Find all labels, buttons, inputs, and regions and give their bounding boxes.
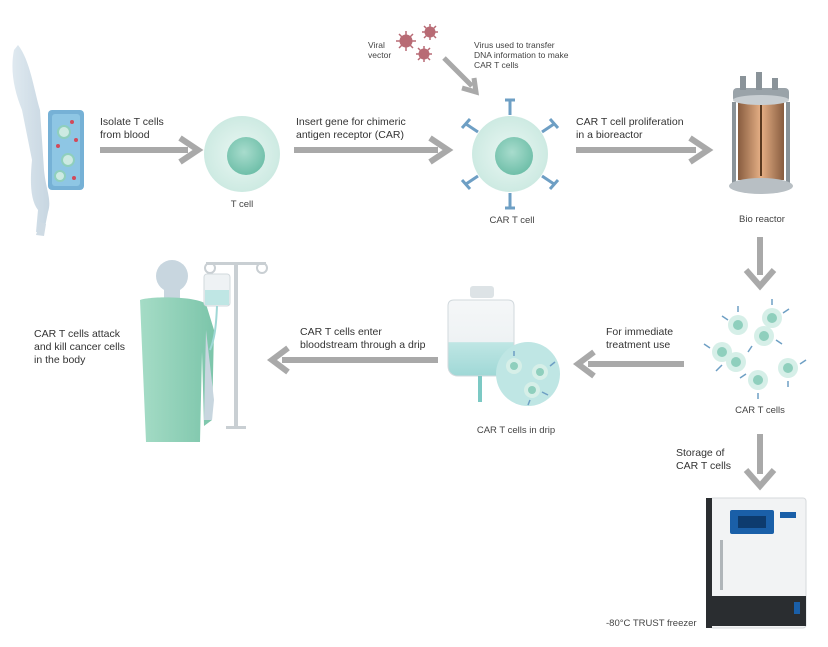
t-cell-caption: T cell	[230, 199, 254, 210]
bioreactor-illustration	[729, 72, 793, 194]
bioreactor-caption: Bio reactor	[739, 214, 785, 225]
arrow-isolate	[100, 135, 204, 165]
arrows	[100, 56, 777, 491]
viral-vector-caption: Viral vector	[368, 40, 392, 60]
step-immediate-label: For immediate treatment use	[606, 326, 674, 351]
freezer-caption: -80°C TRUST freezer	[606, 618, 697, 629]
car-t-cell	[460, 98, 560, 210]
viral-vector-icon	[396, 24, 438, 62]
car-t-in-drip-caption: CAR T cells in drip	[476, 425, 556, 436]
arrow-immediate	[573, 349, 684, 379]
t-cell	[204, 116, 280, 192]
freezer-illustration	[706, 497, 807, 629]
arrow-enter-bloodstream	[267, 345, 438, 375]
step-proliferation-label: CAR T cell proliferation in a bioreactor	[576, 116, 684, 141]
arrow-proliferation	[576, 135, 714, 165]
car-t-cell-caption: CAR T cell	[489, 215, 535, 226]
step-enter-bloodstream-label: CAR T cells enter bloodstream through a …	[300, 326, 426, 351]
drip-bag-illustration	[447, 286, 560, 406]
arrow-down-bioreactor	[743, 237, 777, 291]
arrow-virus	[442, 56, 480, 96]
receptor-icons	[460, 98, 560, 210]
car-t-cells-cluster	[703, 299, 807, 399]
arm-illustration	[12, 45, 84, 236]
virus-note-caption: Virus used to transfer DNA information t…	[474, 40, 569, 70]
arrow-down-storage	[743, 434, 777, 491]
arrow-insert-gene	[294, 135, 454, 165]
iv-stand-icon	[203, 262, 268, 429]
step-insert-gene-label: Insert gene for chimeric antigen recepto…	[296, 116, 406, 141]
patient-illustration	[140, 260, 214, 442]
step-attack-label: CAR T cells attack and kill cancer cells…	[34, 328, 126, 366]
car-t-cells-caption: CAR T cells	[735, 405, 785, 416]
step-isolate-label: Isolate T cells from blood	[100, 116, 164, 141]
step-storage-label: Storage of CAR T cells	[676, 447, 732, 472]
